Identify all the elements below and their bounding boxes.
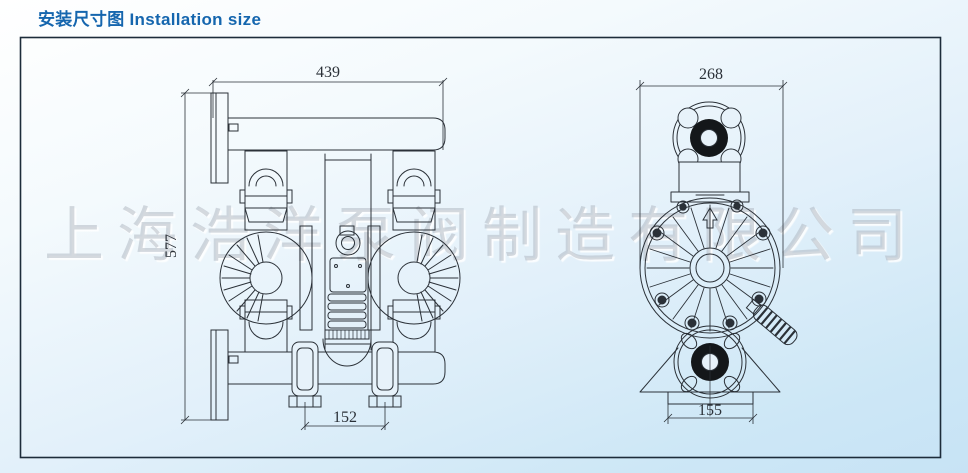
pump-round-body: [639, 197, 781, 339]
dimension-overall-depth: [635, 80, 788, 268]
diaphragm-chamber-right: [367, 225, 461, 331]
dimension-foot-spacing: [300, 402, 390, 431]
body-bolts: [649, 199, 771, 331]
diaphragm-chamber-left: [219, 225, 313, 331]
dimension-label-439: 439: [316, 64, 340, 81]
page-title: 安装尺寸图 Installation size: [38, 10, 262, 29]
dimension-label-155: 155: [698, 402, 722, 419]
dimension-label-577: 577: [163, 234, 180, 258]
center-body: [324, 153, 372, 351]
dimension-label-268: 268: [699, 66, 723, 83]
valve-cap-bottom-left: [239, 299, 293, 353]
valve-cap-bottom-right: [387, 299, 441, 353]
dimension-overall-width: [208, 77, 448, 150]
pump-side-view: 268: [635, 66, 798, 424]
flow-arrow-icon: [702, 207, 718, 229]
bottom-port-flange: [673, 325, 747, 417]
pump-feet: [288, 341, 402, 408]
dimension-overall-height: [180, 88, 211, 425]
dimension-base-width: [663, 404, 758, 424]
front-view-body: [210, 92, 461, 421]
pump-front-view: 439 577: [163, 64, 461, 431]
muffler-side: [745, 298, 798, 346]
drawing-frame: [19, 36, 942, 459]
dimension-label-152: 152: [333, 409, 357, 426]
valve-cap-top-left: [239, 150, 293, 231]
muffler-front: [322, 293, 372, 367]
side-view-body: [639, 101, 798, 417]
valve-cap-top-right: [387, 150, 441, 231]
